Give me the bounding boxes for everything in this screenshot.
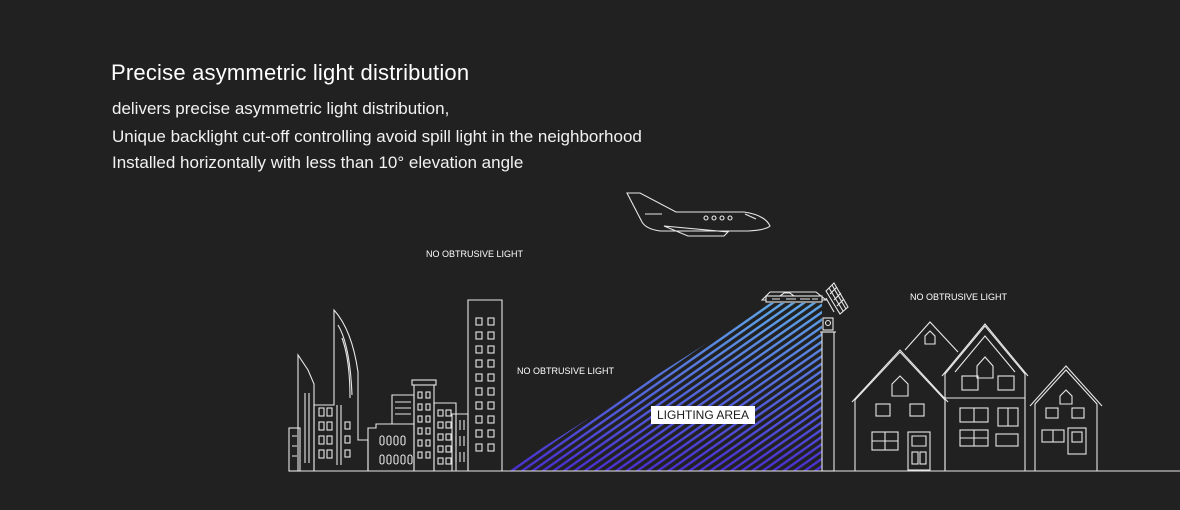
description-line-1: delivers precise asymmetric light distri… — [112, 99, 450, 118]
lighting-area-badge: LIGHTING AREA — [651, 406, 755, 424]
city-buildings — [288, 299, 503, 472]
street-light-icon — [760, 291, 836, 472]
description-line-2: Unique backlight cut-off controlling avo… — [112, 127, 642, 146]
houses — [851, 321, 1103, 471]
page-title: Precise asymmetric light distribution — [111, 60, 470, 85]
label-no-obtrusive-houses: NO OBTRUSIVE LIGHT — [910, 292, 1008, 302]
label-no-obtrusive-city: NO OBTRUSIVE LIGHT — [517, 366, 615, 376]
airplane-icon — [626, 192, 771, 237]
label-no-obtrusive-sky: NO OBTRUSIVE LIGHT — [426, 249, 524, 259]
lighting-beam — [506, 303, 822, 471]
lighting-area-label: LIGHTING AREA — [657, 408, 749, 422]
description-line-3: Installed horizontally with less than 10… — [112, 153, 524, 172]
solar-panel-icon — [825, 282, 849, 315]
